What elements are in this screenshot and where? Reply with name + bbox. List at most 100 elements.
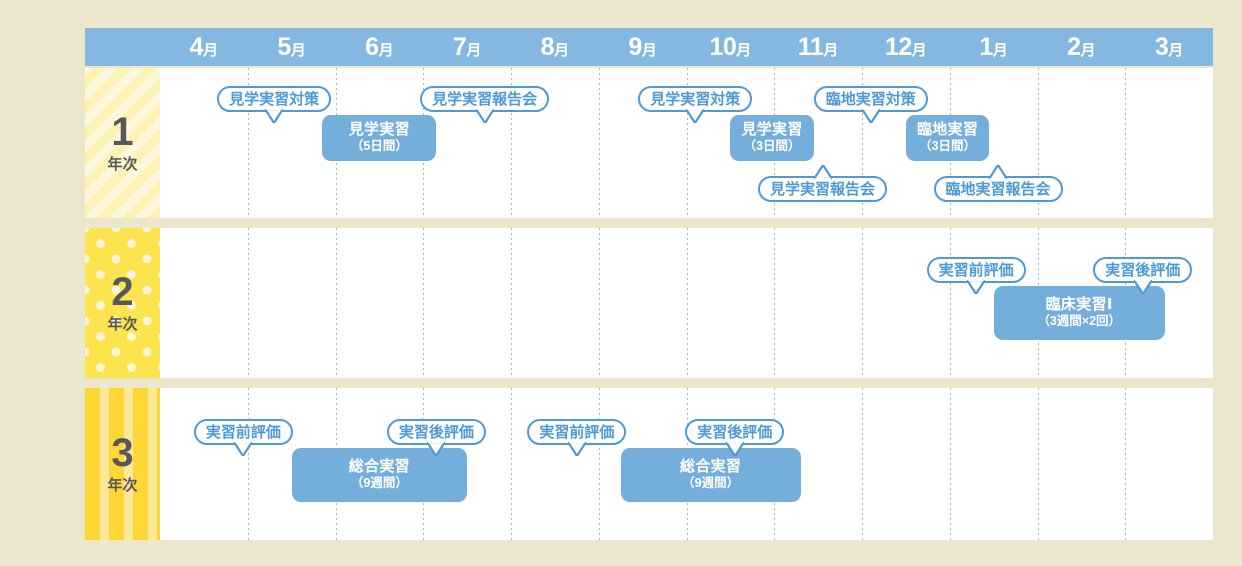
gridline [598,388,600,540]
event-bubble-label: 実習後評価 [398,424,474,441]
event-bubble-label: 見学実習報告会 [432,91,538,108]
event-bubble: 実習後評価 [685,419,785,456]
month-label-3: 3月 [1125,28,1213,66]
month-suffix: 月 [290,42,306,59]
gridline [247,388,249,540]
task-bar-subtitle: （3日間） [743,139,801,154]
task-bar: 臨地実習（3日間） [905,115,990,161]
month-number: 6 [365,33,379,61]
month-number: 5 [277,33,291,61]
gridline [511,228,512,378]
task-bar-title: 総合実習 [680,458,742,476]
event-bubble: 見学実習対策 [638,86,753,123]
event-bubble: 見学実習対策 [217,86,332,123]
bubble-tail-icon [989,165,1007,179]
task-bar-subtitle: （3週間×2回） [1037,314,1122,329]
gridline [1125,388,1127,540]
plot-area-2: 臨床実習Ⅰ（3週間×2回） 実習前評価 実習後評価 [160,228,1213,378]
event-bubble: 臨地実習報告会 [933,165,1063,202]
event-bubble: 臨地実習対策 [813,86,928,123]
month-label-11: 11月 [774,28,862,66]
gridline [511,388,512,540]
task-bar: 総合実習（9週間） [620,448,801,502]
gridline [1037,68,1039,218]
month-label-4: 4月 [160,28,248,66]
gridline [862,228,863,378]
bubble-tail-icon [686,109,705,123]
month-suffix: 月 [554,42,570,59]
event-bubble: 見学実習報告会 [758,165,888,202]
task-bar: 見学実習（3日間） [730,115,814,161]
month-label-7: 7月 [423,28,511,66]
event-bubble: 実習後評価 [1093,257,1193,294]
task-bar-subtitle: （5日間） [350,139,408,154]
month-number: 12 [884,33,912,61]
year-row-2: 2 年次 臨床実習Ⅰ（3週間×2回） 実習前評価 実習後評価 [85,228,1213,378]
month-number: 3 [1154,33,1169,61]
year-row-1: 1 年次 見学実習（5日間）見学実習（3日間）臨地実習（3日間）見学実習対策見学… [85,68,1213,218]
gridline [1125,68,1127,218]
task-bar-subtitle: （9週間） [350,476,408,491]
year-label-3: 3 年次 [85,388,160,540]
event-bubble-label: 見学実習対策 [650,91,741,108]
month-suffix: 月 [466,42,482,59]
month-number: 7 [452,33,467,61]
year-suffix: 年次 [107,476,138,494]
gridline [686,68,688,218]
bubble-tail-icon [861,109,880,123]
gridline [247,228,249,378]
task-bar: 臨床実習Ⅰ（3週間×2回） [993,286,1165,340]
event-bubble-label: 見学実習報告会 [770,181,876,198]
month-number: 10 [709,33,737,61]
plot-area-1: 見学実習（5日間）見学実習（3日間）臨地実習（3日間）見学実習対策見学実習報告会… [160,68,1213,218]
bubble-tail-icon [967,280,986,294]
bubble-tail-icon [265,109,284,123]
month-number: 11 [797,33,824,61]
event-bubble-label: 実習後評価 [697,424,773,441]
event-bubble-label: 臨地実習対策 [825,91,916,108]
gridline [1037,388,1039,540]
event-bubble-label: 実習後評価 [1105,262,1181,279]
task-bar-subtitle: （3日間） [919,139,977,154]
year-number: 1 [111,109,134,154]
gridline [598,68,600,218]
bubble-tail-icon [813,165,832,179]
month-suffix: 月 [911,42,927,59]
month-number: 2 [1067,33,1081,61]
month-label-1: 1月 [950,28,1038,66]
bubble-tail-icon [234,442,253,456]
year-label-2: 2 年次 [85,228,160,378]
event-bubble-label: 実習前評価 [938,262,1014,279]
month-label-5: 5月 [248,28,336,66]
gridline [247,68,249,218]
event-bubble: 実習後評価 [386,419,486,456]
month-number: 8 [540,33,555,61]
month-suffix: 月 [736,42,752,59]
task-bar-subtitle: （9週間） [682,476,740,491]
event-bubble-label: 臨地実習報告会 [945,181,1051,198]
gridline [862,68,863,218]
plot-area-3: 総合実習（9週間）総合実習（9週間）実習前評価実習後評価実習前評価実習後評価 [160,388,1213,540]
year-suffix: 年次 [107,155,138,173]
event-bubble: 実習前評価 [527,419,627,456]
month-label-10: 10月 [687,28,775,66]
year-row-3: 3 年次 総合実習（9週間）総合実習（9週間）実習前評価実習後評価実習前評価実習… [85,388,1213,540]
year-number: 3 [111,430,134,475]
month-suffix: 月 [203,42,219,59]
month-suffix: 月 [641,42,657,59]
event-bubble: 見学実習報告会 [420,86,550,123]
bubble-tail-icon [1133,280,1152,294]
bubble-tail-icon [725,442,744,456]
gridline [862,388,863,540]
event-bubble: 実習前評価 [926,257,1026,294]
month-suffix: 月 [1168,42,1184,59]
month-label-2: 2月 [1038,28,1126,66]
month-number: 4 [189,33,204,61]
month-label-12: 12月 [862,28,950,66]
task-bar-title: 見学実習 [348,121,410,139]
task-bar-title: 総合実習 [348,458,410,476]
task-bar: 見学実習（5日間） [322,115,437,161]
month-suffix: 月 [992,42,1008,59]
year-suffix: 年次 [107,315,138,333]
